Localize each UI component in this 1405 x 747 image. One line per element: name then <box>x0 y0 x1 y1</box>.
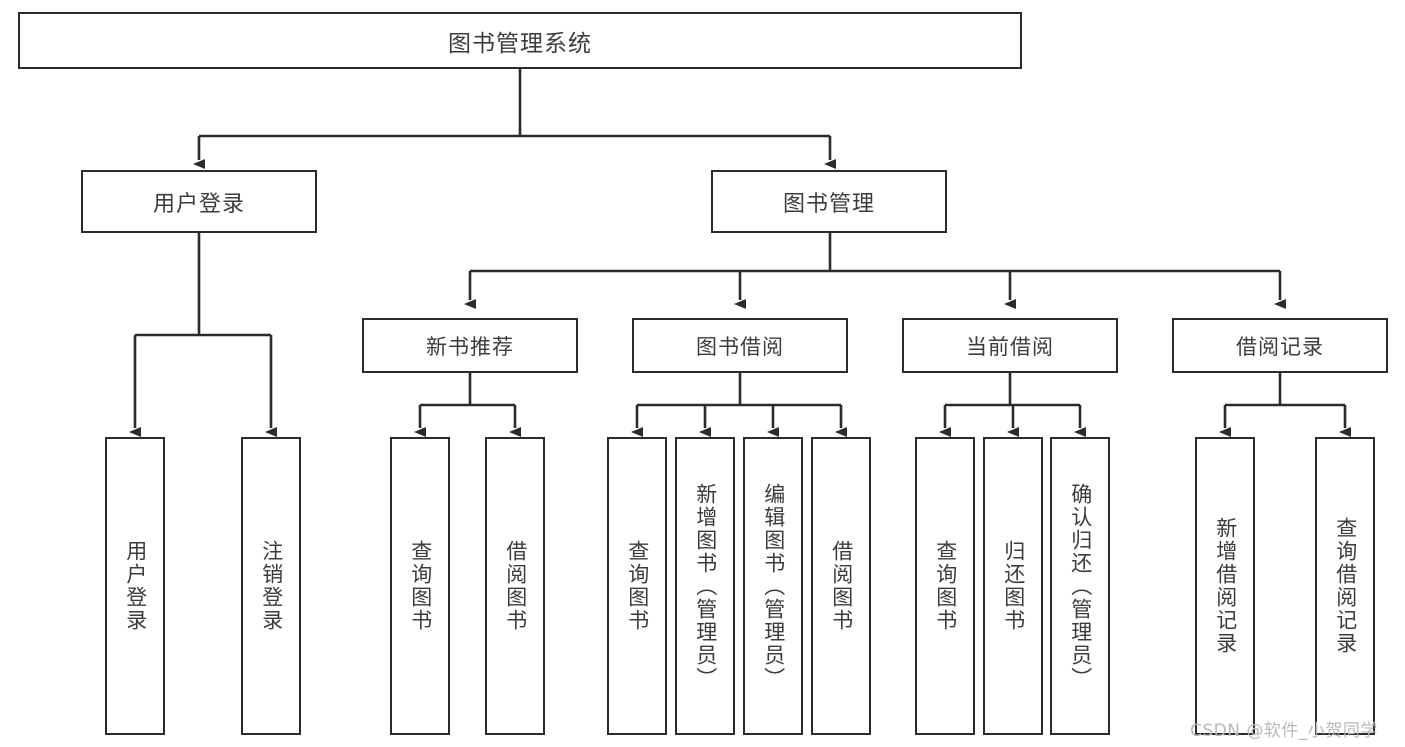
node-borrow-record[interactable]: 借阅记录 <box>1172 318 1388 373</box>
leaf-book-borrow-add[interactable]: 新增图书（管理员） <box>675 437 735 735</box>
leaf-new-book-query[interactable]: 查询图书 <box>390 437 450 735</box>
leaf-borrow-record-query[interactable]: 查询借阅记录 <box>1315 437 1375 735</box>
csdn-watermark: CSDN @软件_小贺同学 <box>1190 716 1378 741</box>
leaf-book-borrow-borrow[interactable]: 借阅图书 <box>811 437 871 735</box>
leaf-label: 确认归还（管理员） <box>1068 482 1093 690</box>
node-root-system[interactable]: 图书管理系统 <box>18 12 1022 69</box>
node-new-book-recommend-label: 新书推荐 <box>426 334 514 359</box>
node-book-manage-label: 图书管理 <box>782 191 875 217</box>
leaf-current-borrow-return[interactable]: 归还图书 <box>983 437 1043 735</box>
watermark-text: CSDN @软件_小贺同学 <box>1190 721 1378 741</box>
node-book-borrow-label: 图书借阅 <box>696 334 784 359</box>
leaf-user-login-login[interactable]: 用户登录 <box>105 437 165 735</box>
leaf-label: 编辑图书（管理员） <box>761 482 786 690</box>
node-user-login[interactable]: 用户登录 <box>81 170 317 233</box>
leaf-label: 借阅图书 <box>503 540 528 632</box>
node-book-borrow[interactable]: 图书借阅 <box>632 318 848 373</box>
leaf-label: 查询借阅记录 <box>1333 517 1358 655</box>
node-root-label: 图书管理系统 <box>448 30 592 57</box>
leaf-current-borrow-confirm-return[interactable]: 确认归还（管理员） <box>1050 437 1110 735</box>
leaf-current-borrow-query[interactable]: 查询图书 <box>915 437 975 735</box>
leaf-user-login-logout[interactable]: 注销登录 <box>241 437 301 735</box>
leaf-label: 用户登录 <box>123 540 148 632</box>
node-new-book-recommend[interactable]: 新书推荐 <box>362 318 578 373</box>
leaf-label: 注销登录 <box>259 540 284 632</box>
leaf-label: 新增借阅记录 <box>1213 517 1238 655</box>
node-current-borrow-label: 当前借阅 <box>966 334 1054 359</box>
node-borrow-record-label: 借阅记录 <box>1236 334 1324 359</box>
leaf-label: 归还图书 <box>1001 540 1026 632</box>
leaf-label: 查询图书 <box>408 540 433 632</box>
leaf-label: 新增图书（管理员） <box>693 482 718 690</box>
node-current-borrow[interactable]: 当前借阅 <box>902 318 1118 373</box>
leaf-label: 借阅图书 <box>829 540 854 632</box>
leaf-book-borrow-edit[interactable]: 编辑图书（管理员） <box>743 437 803 735</box>
leaf-new-book-borrow[interactable]: 借阅图书 <box>485 437 545 735</box>
node-user-login-label: 用户登录 <box>152 191 245 217</box>
node-book-manage[interactable]: 图书管理 <box>711 170 947 233</box>
leaf-borrow-record-add[interactable]: 新增借阅记录 <box>1195 437 1255 735</box>
leaf-label: 查询图书 <box>625 540 650 632</box>
leaf-label: 查询图书 <box>933 540 958 632</box>
leaf-book-borrow-query[interactable]: 查询图书 <box>607 437 667 735</box>
